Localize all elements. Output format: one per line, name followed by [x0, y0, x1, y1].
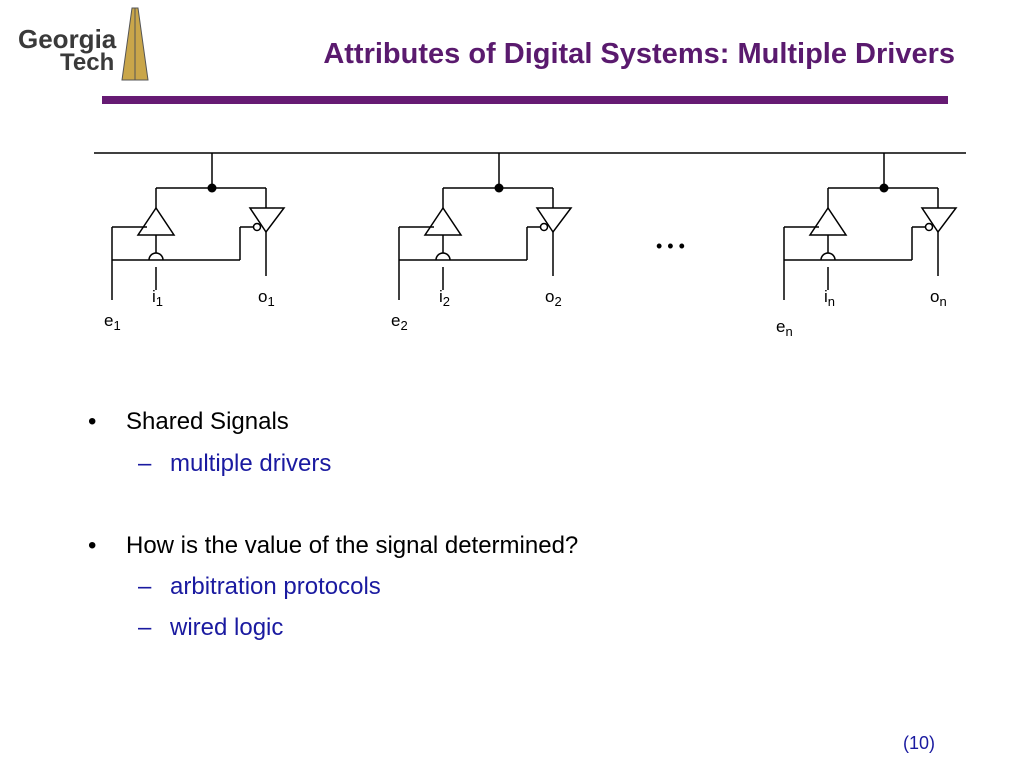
junction-dot: [494, 183, 504, 193]
bullet-shared-signals: • Shared Signals: [88, 408, 289, 436]
enable-label: e2: [391, 311, 408, 333]
input-label: in: [824, 287, 835, 309]
bullet-glyph: •: [88, 408, 97, 435]
enable-bubble: [252, 222, 262, 232]
sub-bullet-wired-logic: –wired logic: [138, 614, 283, 642]
wire-crossover: [820, 252, 836, 261]
driver-cell: i2 o2 e2: [391, 153, 573, 333]
enable-bubble: [924, 222, 934, 232]
enable-label: en: [776, 317, 793, 339]
logo-line-2: Tech: [60, 49, 114, 76]
title-divider: [102, 96, 948, 104]
driver-cell: i1 o1 e1: [104, 153, 286, 333]
sub-bullet-multiple-drivers: –multiple drivers: [138, 450, 331, 478]
tristate-driver-icon: [248, 207, 286, 234]
junction-dot: [207, 183, 217, 193]
tristate-driver-icon: [920, 207, 958, 234]
ellipsis: • • •: [656, 236, 685, 256]
dash-glyph: –: [138, 614, 152, 641]
input-buffer-icon: [423, 206, 463, 236]
enable-bubble: [539, 222, 549, 232]
tristate-driver-icon: [535, 207, 573, 234]
bullet-text: Shared Signals: [126, 408, 289, 435]
dash-glyph: –: [138, 450, 152, 477]
driver-cell: in on en: [776, 153, 958, 339]
logo-line-1: Georgia: [18, 24, 117, 54]
sub-bullet-text: wired logic: [170, 614, 284, 641]
sub-bullet-text: multiple drivers: [170, 450, 332, 477]
junction-dot: [879, 183, 889, 193]
bullet-signal-value: • How is the value of the signal determin…: [88, 532, 578, 560]
dash-glyph: –: [138, 573, 152, 600]
wire-crossover: [148, 252, 164, 261]
page-number: (10): [902, 733, 935, 753]
multiple-drivers-diagram: • • • i1 o1 e1 i2 o2 e2 in on en: [94, 152, 966, 339]
output-label: on: [930, 287, 947, 309]
bullet-glyph: •: [88, 532, 97, 559]
input-label: i2: [439, 287, 450, 309]
output-label: o2: [545, 287, 562, 309]
georgia-tech-logo: Georgia Tech: [17, 7, 149, 81]
sub-bullet-arbitration-protocols: –arbitration protocols: [138, 573, 381, 601]
bullet-text: How is the value of the signal determine…: [126, 532, 579, 559]
input-buffer-icon: [808, 206, 848, 236]
slide-title: Attributes of Digital Systems: Multiple …: [323, 38, 955, 70]
output-label: o1: [258, 287, 275, 309]
sub-bullet-text: arbitration protocols: [170, 573, 381, 600]
enable-label: e1: [104, 311, 121, 333]
input-buffer-icon: [136, 206, 176, 236]
input-label: i1: [152, 287, 163, 309]
wire-crossover: [435, 252, 451, 261]
